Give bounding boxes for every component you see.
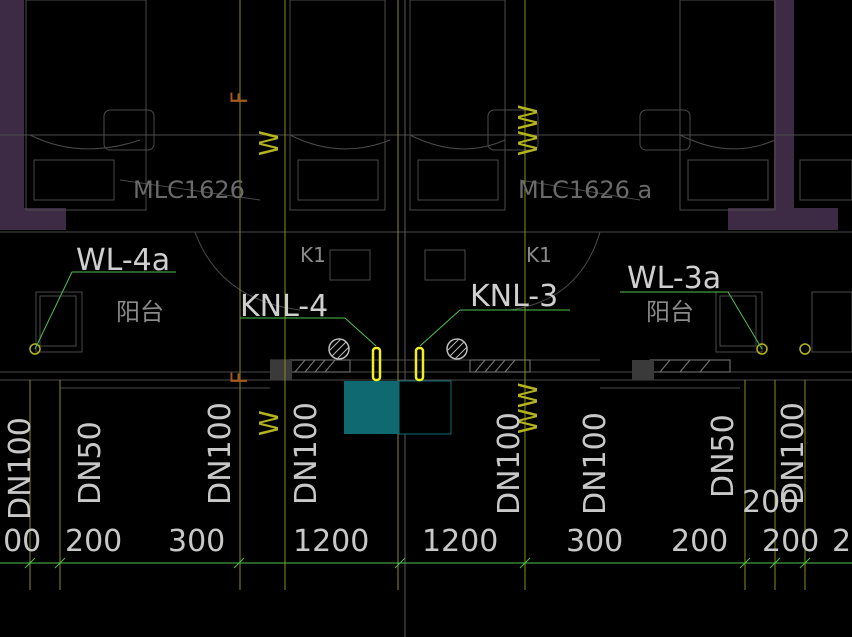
label-w-1: W xyxy=(255,130,285,156)
floor-drain-right xyxy=(446,338,468,360)
wall-column-left xyxy=(0,0,24,228)
label-balcony-left: 阳台 xyxy=(116,298,164,326)
wall-column-right xyxy=(774,0,794,228)
label-wl-4a: WL-4a xyxy=(76,243,170,278)
label-w-2: WW xyxy=(514,105,544,156)
label-f-top: F xyxy=(228,91,253,104)
riser-circle-left[interactable] xyxy=(29,343,41,355)
wall-slab-right xyxy=(728,208,838,230)
label-mlc-right: MLC1626 a xyxy=(518,176,652,204)
pipe-size-labels: DN100 DN50 DN100 DN100 DN100 DN100 DN50 … xyxy=(3,402,811,520)
label-k1-right: K1 xyxy=(526,243,552,267)
dimension-value: 1200 xyxy=(422,524,498,559)
pipe-size-label: DN100 xyxy=(492,412,527,515)
pipe-size-label: DN100 xyxy=(203,402,238,505)
label-knl-3: KNL-3 xyxy=(470,279,558,314)
riser-circle-right[interactable] xyxy=(756,343,768,355)
pipe-size-label: DN50 xyxy=(706,414,741,498)
dimension-value: 200 xyxy=(762,524,819,559)
dimension-values: 200 200 300 1200 1200 300 200 200 200 20… xyxy=(0,485,852,559)
pipe-size-label: DN100 xyxy=(3,417,38,520)
wall-slab-left xyxy=(0,208,66,230)
teal-box xyxy=(344,381,399,434)
label-f-bottom: F xyxy=(228,371,253,384)
column-block-right xyxy=(632,360,654,380)
label-mlc-left: MLC1626 xyxy=(133,176,245,204)
dimension-value: 200 xyxy=(742,485,799,520)
floor-drain-left xyxy=(328,338,350,360)
leader-lines xyxy=(34,271,763,350)
riser-circle-far-right[interactable] xyxy=(799,343,811,355)
hatched-rail xyxy=(289,359,731,373)
label-wl-3a: WL-3a xyxy=(627,261,721,296)
label-k1-left: K1 xyxy=(300,243,326,267)
dimension-value: 200 xyxy=(65,524,122,559)
grid-lines xyxy=(29,0,806,590)
yellow-pipe-left[interactable] xyxy=(371,346,382,382)
building-outlines xyxy=(0,0,852,389)
dimension-value: 200 xyxy=(671,524,728,559)
dimension-value: 200 xyxy=(0,524,41,559)
dimension-line xyxy=(0,557,852,569)
column-block-left xyxy=(270,360,292,380)
label-knl-4: KNL-4 xyxy=(240,289,328,324)
dark-box xyxy=(398,380,452,435)
label-balcony-right: 阳台 xyxy=(646,298,694,326)
dimension-value: 300 xyxy=(566,524,623,559)
pipe-size-label: DN100 xyxy=(578,412,613,515)
pipe-size-label: DN50 xyxy=(73,421,108,505)
dimension-value: 300 xyxy=(168,524,225,559)
yellow-pipe-right[interactable] xyxy=(414,346,425,382)
pipe-size-label: DN100 xyxy=(776,402,811,505)
dimension-value: 1200 xyxy=(293,524,369,559)
label-w-3: W xyxy=(255,410,285,436)
label-w-4: WW xyxy=(514,383,544,434)
dimension-value: 200 xyxy=(832,524,852,559)
pipe-size-label: DN100 xyxy=(289,402,324,505)
